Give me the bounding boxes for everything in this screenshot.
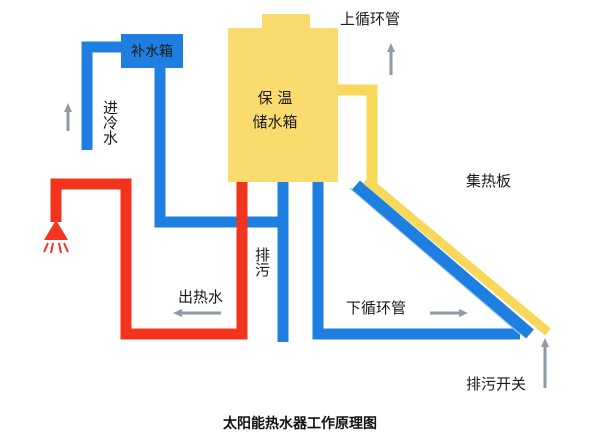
cold-water-inlet-label: 进冷水 xyxy=(101,100,119,145)
upper-pipe-arrow-icon xyxy=(387,43,395,75)
collector-panel-label: 集热板 xyxy=(466,172,511,190)
collector-panel-inner-edge xyxy=(349,187,521,335)
makeup-tank xyxy=(121,34,183,68)
upper-circulation-label: 上循环管 xyxy=(340,10,400,28)
shower-head-icon xyxy=(43,220,69,254)
lower-circulation-pipe xyxy=(312,182,520,340)
storage-tank-label-line1: 保 温 xyxy=(258,89,293,107)
storage-tank-label-line2: 储水箱 xyxy=(252,113,297,131)
makeup-tank-label: 补水箱 xyxy=(131,44,173,60)
diagram-caption: 太阳能热水器工作原理图 xyxy=(223,415,377,432)
lower-pipe-arrow-icon xyxy=(430,309,468,317)
collector-yellow-edge xyxy=(363,176,551,336)
storage-tank xyxy=(228,14,338,182)
hot-water-pipe xyxy=(50,178,248,340)
upper-circulation-pipe xyxy=(338,84,378,186)
cold-inlet-arrow-icon xyxy=(64,103,72,131)
collector-panel xyxy=(349,176,551,339)
storage-tank-cap xyxy=(262,14,310,32)
hot-water-outlet-label: 出热水 xyxy=(178,288,223,306)
collector-blue-edge xyxy=(352,180,534,339)
drain-switch-arrow-icon xyxy=(541,338,549,388)
drain-switch-label: 排污开关 xyxy=(466,375,526,393)
lower-circulation-label: 下循环管 xyxy=(346,299,406,317)
storage-tank-body xyxy=(228,28,338,182)
drain-label: 排污 xyxy=(253,247,271,278)
cold-inlet-pipe xyxy=(81,41,121,150)
hot-water-arrow-icon xyxy=(173,309,221,317)
